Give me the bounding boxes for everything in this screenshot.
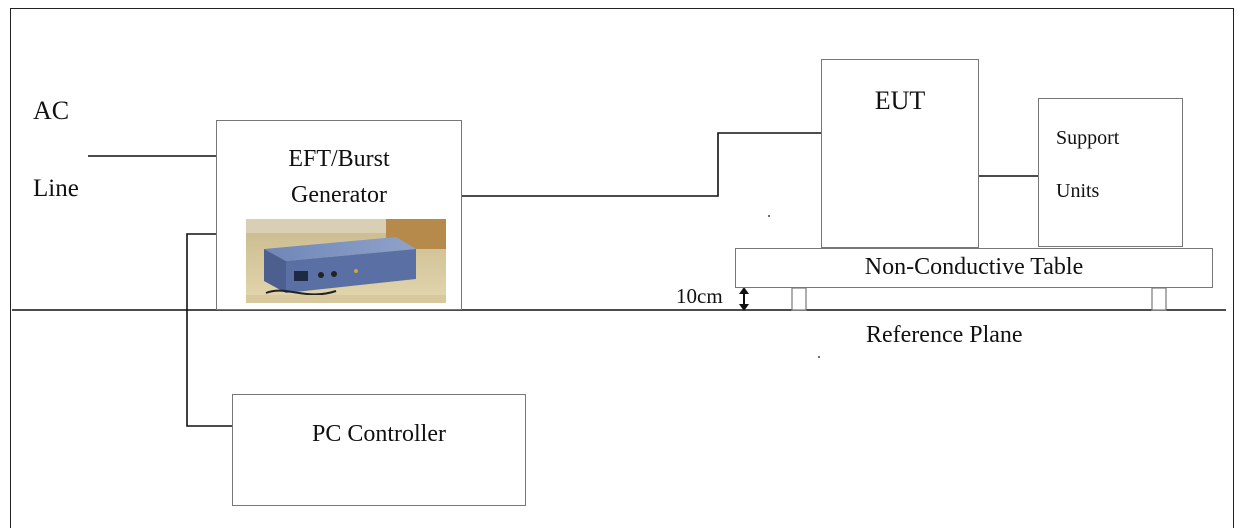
generator-label-line2: Generator	[216, 182, 462, 209]
reference-plane-label: Reference Plane	[866, 322, 1023, 349]
ac-label: AC	[33, 96, 69, 126]
double-arrow-icon	[739, 287, 749, 311]
line-label: Line	[33, 175, 79, 203]
burst-generator-device-photo	[246, 219, 446, 303]
table-leg-right	[1152, 288, 1166, 310]
table-label: Non-Conductive Table	[735, 254, 1213, 281]
generator-label-line1: EFT/Burst	[216, 146, 462, 173]
eut-label: EUT	[821, 86, 979, 116]
pc-controller-box	[232, 394, 526, 506]
height-label: 10cm	[676, 284, 723, 309]
support-units-box	[1038, 98, 1183, 247]
support-units-label-line1: Support	[1056, 127, 1119, 150]
table-leg-left	[792, 288, 806, 310]
support-units-label-line2: Units	[1056, 180, 1099, 203]
pc-controller-label: PC Controller	[232, 421, 526, 448]
generator-to-eut-wire	[462, 133, 821, 196]
